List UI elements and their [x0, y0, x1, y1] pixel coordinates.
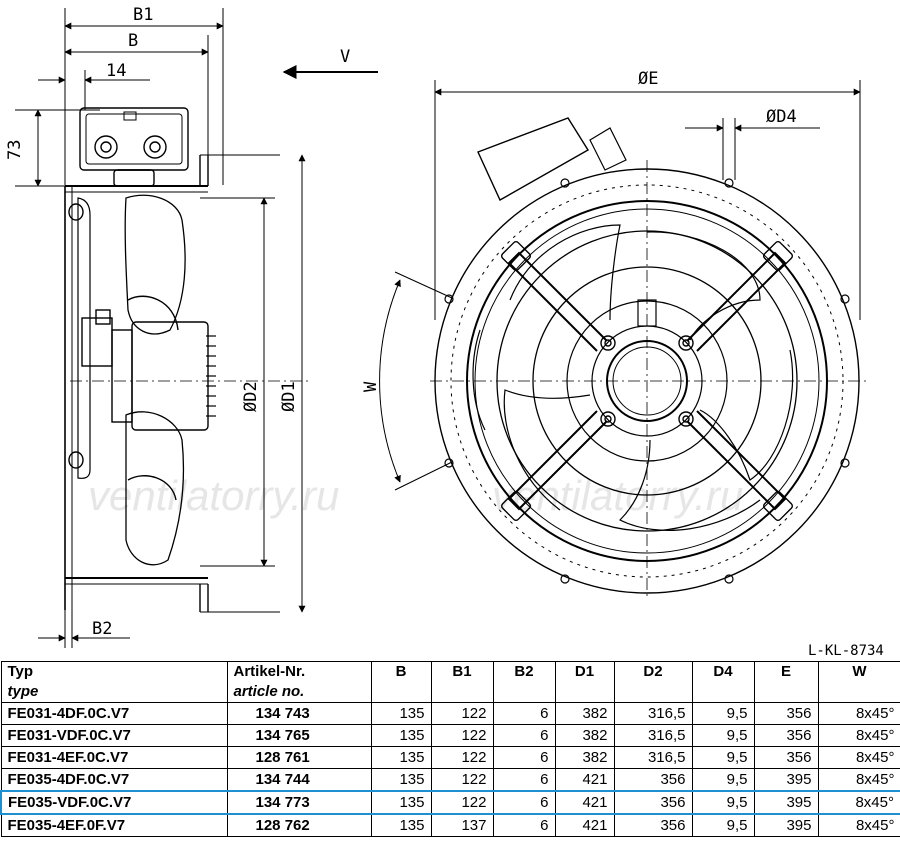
cell-d2: 316,5: [613, 746, 693, 769]
cell-article: 134 743: [226, 702, 372, 725]
label-view-v: V: [340, 47, 350, 67]
cell-article: 128 761: [226, 746, 372, 769]
table-row: FE031-4EF.0C.V7 128 761 135 122 6 382 31…: [0, 746, 900, 769]
cell-d2: 316,5: [613, 702, 693, 725]
label-b: B: [128, 31, 138, 51]
header-b1: B1: [430, 661, 494, 703]
cell-b2: 6: [492, 746, 556, 769]
label-b2: B2: [92, 619, 112, 639]
cell-d2: 356: [613, 813, 693, 837]
cell-article: 134 744: [226, 768, 372, 792]
cell-w: 8x45°: [817, 746, 900, 769]
header-b: B: [370, 661, 432, 703]
header-d1: D1: [554, 661, 615, 703]
cell-b: 135: [370, 746, 432, 769]
cell-b2: 6: [492, 702, 556, 725]
front-view: [379, 80, 870, 600]
side-view: [15, 8, 310, 648]
cell-d1: 421: [554, 813, 615, 837]
table-row: FE035-4DF.0C.V7 134 744 135 122 6 421 35…: [0, 768, 900, 792]
cell-b2: 6: [492, 724, 556, 747]
watermark-left: ventilatorry.ru: [88, 472, 339, 519]
header-w: W: [817, 661, 900, 703]
cell-b1: 122: [430, 746, 494, 769]
cell-b1: 122: [430, 724, 494, 747]
cell-article: 128 762: [226, 813, 372, 837]
cell-d1: 421: [554, 790, 615, 815]
cell-typ: FE035-4DF.0C.V7: [0, 768, 228, 792]
cell-article: 134 773: [226, 790, 372, 815]
cell-d4: 9,5: [691, 702, 755, 725]
drawing-reference: L-KL-8734: [808, 643, 884, 659]
cell-d2: 356: [613, 790, 693, 815]
cell-b1: 137: [430, 813, 494, 837]
cell-w: 8x45°: [817, 702, 900, 725]
label-e: ØE: [638, 69, 658, 89]
cell-typ: FE031-VDF.0C.V7: [0, 724, 228, 747]
cell-e: 356: [753, 724, 819, 747]
header-b2: B2: [492, 661, 556, 703]
cell-typ: FE031-4DF.0C.V7: [0, 702, 228, 725]
label-d2: ØD2: [241, 381, 261, 412]
cell-d4: 9,5: [691, 724, 755, 747]
cell-b: 135: [370, 702, 432, 725]
cell-b1: 122: [430, 790, 494, 815]
label-w: W: [361, 381, 381, 392]
cell-d1: 421: [554, 768, 615, 792]
header-article: Artikel-Nr.article no.: [226, 661, 372, 703]
cell-d2: 316,5: [613, 724, 693, 747]
cell-w: 8x45°: [817, 790, 900, 815]
cell-typ: FE035-VDF.0C.V7: [0, 790, 228, 815]
cell-b: 135: [370, 768, 432, 792]
label-14: 14: [106, 61, 126, 81]
cell-b1: 122: [430, 768, 494, 792]
cell-typ: FE031-4EF.0C.V7: [0, 746, 228, 769]
cell-e: 356: [753, 702, 819, 725]
cell-w: 8x45°: [817, 768, 900, 792]
cell-d1: 382: [554, 724, 615, 747]
cell-w: 8x45°: [817, 813, 900, 837]
cell-b2: 6: [492, 813, 556, 837]
cell-b: 135: [370, 724, 432, 747]
cell-b: 135: [370, 790, 432, 815]
header-e: E: [753, 661, 819, 703]
cell-b1: 122: [430, 702, 494, 725]
cell-d4: 9,5: [691, 768, 755, 792]
technical-drawing: ventilatorry.ru ventilatorry.ru: [5, 5, 884, 659]
table-row: FE031-VDF.0C.V7 134 765 135 122 6 382 31…: [0, 724, 900, 747]
cell-b2: 6: [492, 790, 556, 815]
cell-d4: 9,5: [691, 790, 755, 815]
label-d1: ØD1: [279, 381, 299, 412]
cell-article: 134 765: [226, 724, 372, 747]
table-row: FE031-4DF.0C.V7 134 743 135 122 6 382 31…: [0, 702, 900, 725]
table-row: FE035-4EF.0F.V7 128 762 135 137 6 421 35…: [0, 813, 900, 837]
cell-e: 395: [753, 768, 819, 792]
label-d4: ØD4: [766, 107, 797, 127]
cell-d1: 382: [554, 702, 615, 725]
cell-e: 356: [753, 746, 819, 769]
cell-d4: 9,5: [691, 746, 755, 769]
header-d4: D4: [691, 661, 755, 703]
cell-typ: FE035-4EF.0F.V7: [0, 813, 228, 837]
cell-e: 395: [753, 790, 819, 815]
label-73: 73: [5, 140, 25, 160]
cell-w: 8x45°: [817, 724, 900, 747]
cell-b: 135: [370, 813, 432, 837]
cell-d2: 356: [613, 768, 693, 792]
header-d2: D2: [613, 661, 693, 703]
cell-d1: 382: [554, 746, 615, 769]
table-row-highlighted: FE035-VDF.0C.V7 134 773 135 122 6 421 35…: [0, 790, 900, 815]
label-b1: B1: [133, 5, 153, 25]
cell-d4: 9,5: [691, 813, 755, 837]
cell-b2: 6: [492, 768, 556, 792]
cell-e: 395: [753, 813, 819, 837]
